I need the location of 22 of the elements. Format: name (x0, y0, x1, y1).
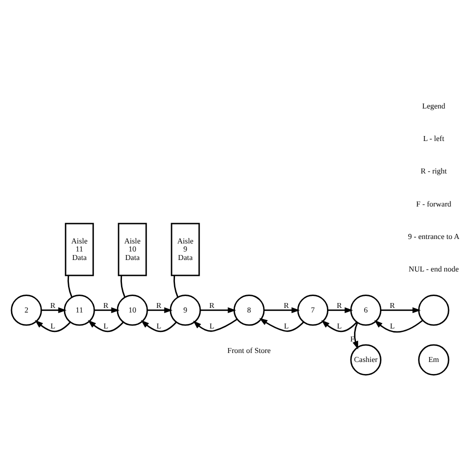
edge-label: L (50, 321, 55, 330)
edge-label: R (156, 300, 161, 310)
edge-label: L (336, 321, 342, 330)
edge-label: F (350, 334, 354, 343)
edge-label: L (156, 321, 161, 330)
label: 9 - entrance to A (407, 231, 459, 240)
label: R - right (420, 166, 446, 176)
label: Front of Store (226, 346, 270, 355)
edge-label: R (102, 300, 108, 310)
edge-label: R (208, 300, 214, 310)
edge-label: R (50, 300, 55, 310)
edge-label: L (283, 321, 288, 330)
edge-label: R (336, 300, 342, 310)
edge-label: R (389, 300, 394, 310)
edge-label: L (208, 321, 214, 330)
label: Legend (422, 101, 445, 110)
edge-label: L (103, 321, 108, 330)
edge-label: R (283, 300, 288, 310)
label: L - left (422, 134, 444, 143)
label: F - forward (416, 198, 451, 208)
edge-label: L (389, 321, 394, 330)
label: NUL - end node (408, 264, 458, 273)
